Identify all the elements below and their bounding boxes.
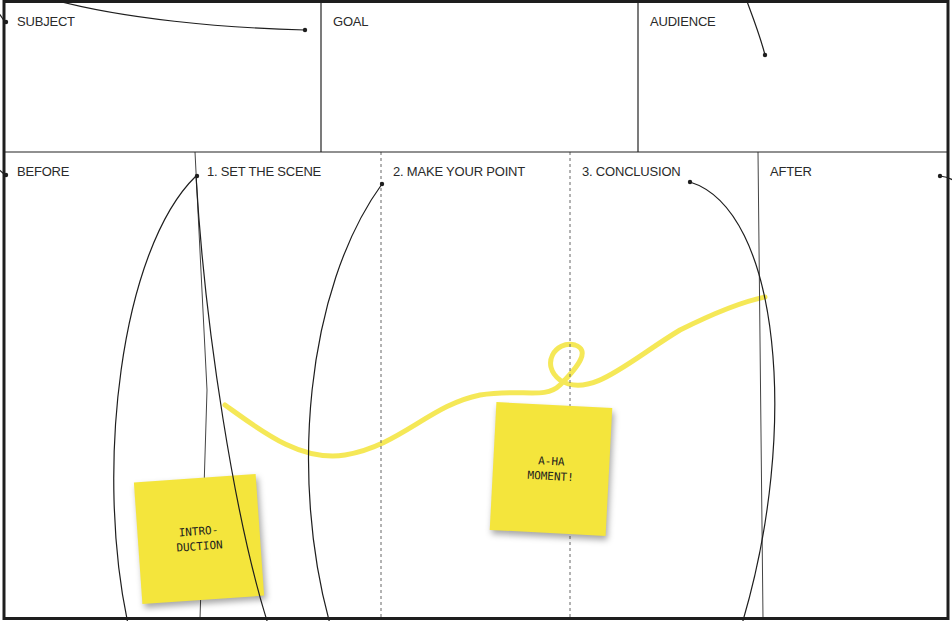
leader-dot bbox=[380, 182, 384, 186]
canvas-cell: SUBJECT bbox=[5, 2, 321, 152]
row-line bbox=[637, 2, 638, 152]
leader-line bbox=[114, 176, 196, 621]
cell-heading: AFTER bbox=[758, 152, 947, 179]
cell-heading: GOAL bbox=[321, 2, 638, 29]
sticky-note: A-HA MOMENT! bbox=[490, 402, 613, 536]
leader-line bbox=[309, 184, 382, 621]
sticky-note: INTRO- DUCTION bbox=[134, 474, 264, 604]
cell-heading: 1. SET THE SCENE bbox=[195, 152, 381, 179]
column-line bbox=[758, 152, 763, 619]
leader-dot bbox=[303, 28, 307, 32]
canvas-cell: 3. CONCLUSION bbox=[570, 152, 758, 619]
leader-dot bbox=[4, 173, 8, 177]
leader-line bbox=[745, 0, 765, 55]
cell-heading: 2. MAKE YOUR POINT bbox=[381, 152, 570, 179]
canvas-cell: GOAL bbox=[321, 2, 638, 152]
sticky-text: INTRO- DUCTION bbox=[163, 522, 235, 557]
row-line bbox=[320, 2, 321, 152]
leader-dot bbox=[688, 180, 692, 184]
leader-line bbox=[0, 168, 5, 175]
cell-heading: 3. CONCLUSION bbox=[570, 152, 758, 179]
leader-dot bbox=[763, 53, 767, 57]
column-dash bbox=[381, 152, 382, 619]
leader-dot bbox=[4, 20, 8, 24]
canvas-cell: 2. MAKE YOUR POINT bbox=[381, 152, 570, 619]
column-dash bbox=[570, 152, 571, 619]
leader-line bbox=[690, 182, 775, 621]
leader-dot bbox=[938, 174, 942, 178]
cell-heading: BEFORE bbox=[5, 152, 195, 179]
canvas-cell: AFTER bbox=[758, 152, 947, 619]
row-line bbox=[5, 151, 947, 152]
leader-line bbox=[940, 176, 952, 182]
leader-dot bbox=[195, 174, 199, 178]
leader-line bbox=[196, 176, 268, 621]
canvas-frame bbox=[4, 2, 948, 619]
sticky-text: A-HA MOMENT! bbox=[515, 452, 586, 486]
cell-heading: SUBJECT bbox=[5, 2, 321, 29]
cell-heading: AUDIENCE bbox=[638, 2, 947, 29]
leader-line bbox=[0, 10, 5, 22]
leader-line bbox=[40, 0, 305, 30]
canvas-cell: AUDIENCE bbox=[638, 2, 947, 152]
